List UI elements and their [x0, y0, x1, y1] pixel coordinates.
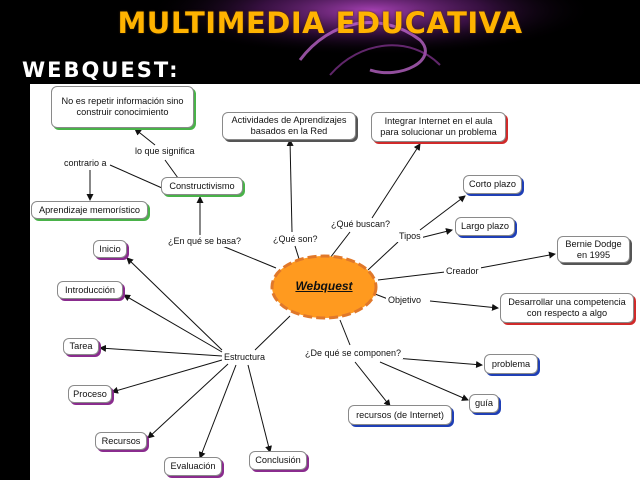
section-label: WEBQUEST: — [22, 58, 180, 82]
node-text: Evaluación — [170, 461, 216, 471]
node-inicio: Inicio — [93, 240, 127, 258]
node-guia: guía — [469, 394, 499, 413]
node-problema: problema — [484, 354, 538, 374]
node-text: Recursos — [101, 435, 141, 446]
node-text: Introducción — [64, 284, 116, 295]
node-text-line: Desarrollar una competencia — [508, 297, 626, 307]
node-tarea: Tarea — [63, 338, 99, 355]
node-text-line: en 1995 — [576, 249, 611, 260]
node-text: recursos (de Internet) — [356, 409, 444, 420]
node-text-line: Bernie Dodge — [565, 238, 622, 249]
link-objetivo: Objetivo — [386, 295, 424, 306]
center-node-shape — [270, 254, 378, 320]
node-text-line: para solucionar un problema — [380, 127, 497, 137]
node-recursos: Recursos — [95, 432, 147, 450]
link-contrario-a: contrario a — [62, 158, 109, 169]
link-que-buscan: ¿Qué buscan? — [329, 219, 393, 230]
node-text: Inicio — [99, 243, 121, 254]
node-proceso: Proceso — [68, 385, 112, 403]
link-en-que-se-basa: ¿En qué se basa? — [166, 236, 244, 247]
node-text: Aprendizaje memorístico — [38, 204, 141, 215]
node-text: Constructivismo — [169, 180, 235, 191]
node-text-line: construir conocimiento — [76, 107, 169, 117]
node-text: Tarea — [69, 341, 93, 351]
node-text: problema — [491, 358, 531, 369]
node-largo-plazo: Largo plazo — [455, 217, 515, 236]
node-text-line: basados en la Red — [250, 126, 328, 136]
node-text: Proceso — [73, 388, 107, 399]
node-conclusion: Conclusión — [249, 451, 307, 470]
node-corto-plazo: Corto plazo — [463, 175, 522, 194]
node-text: Conclusión — [255, 455, 301, 465]
link-tipos: Tipos — [397, 231, 423, 242]
node-text-line: No es repetir información sino — [61, 96, 184, 106]
node-aprendizaje-memoristico: Aprendizaje memorístico — [31, 201, 148, 219]
link-creador: Creador — [444, 266, 481, 277]
link-que-son: ¿Qué son? — [271, 234, 320, 245]
node-introduccion: Introducción — [57, 281, 123, 299]
link-lo-que-significa: lo que significa — [133, 146, 197, 157]
node-text-line: Integrar Internet en el aula — [384, 116, 493, 126]
link-estructura: Estructura — [222, 352, 268, 363]
node-recursos-internet: recursos (de Internet) — [348, 405, 452, 425]
node-text-line: con respecto a algo — [526, 308, 608, 318]
center-node-label: Webquest — [295, 279, 353, 293]
slide-title: MULTIMEDIA EDUCATIVA — [117, 6, 523, 40]
link-de-que-se-componen: ¿De qué se componen? — [303, 348, 404, 359]
node-evaluacion: Evaluación — [164, 457, 222, 476]
node-text: guía — [475, 398, 493, 408]
node-text: Corto plazo — [469, 179, 516, 189]
node-constructivismo: Constructivismo — [161, 177, 243, 195]
node-text-line: Actividades de Aprendizajes — [231, 115, 347, 125]
node-text: Largo plazo — [460, 221, 509, 231]
